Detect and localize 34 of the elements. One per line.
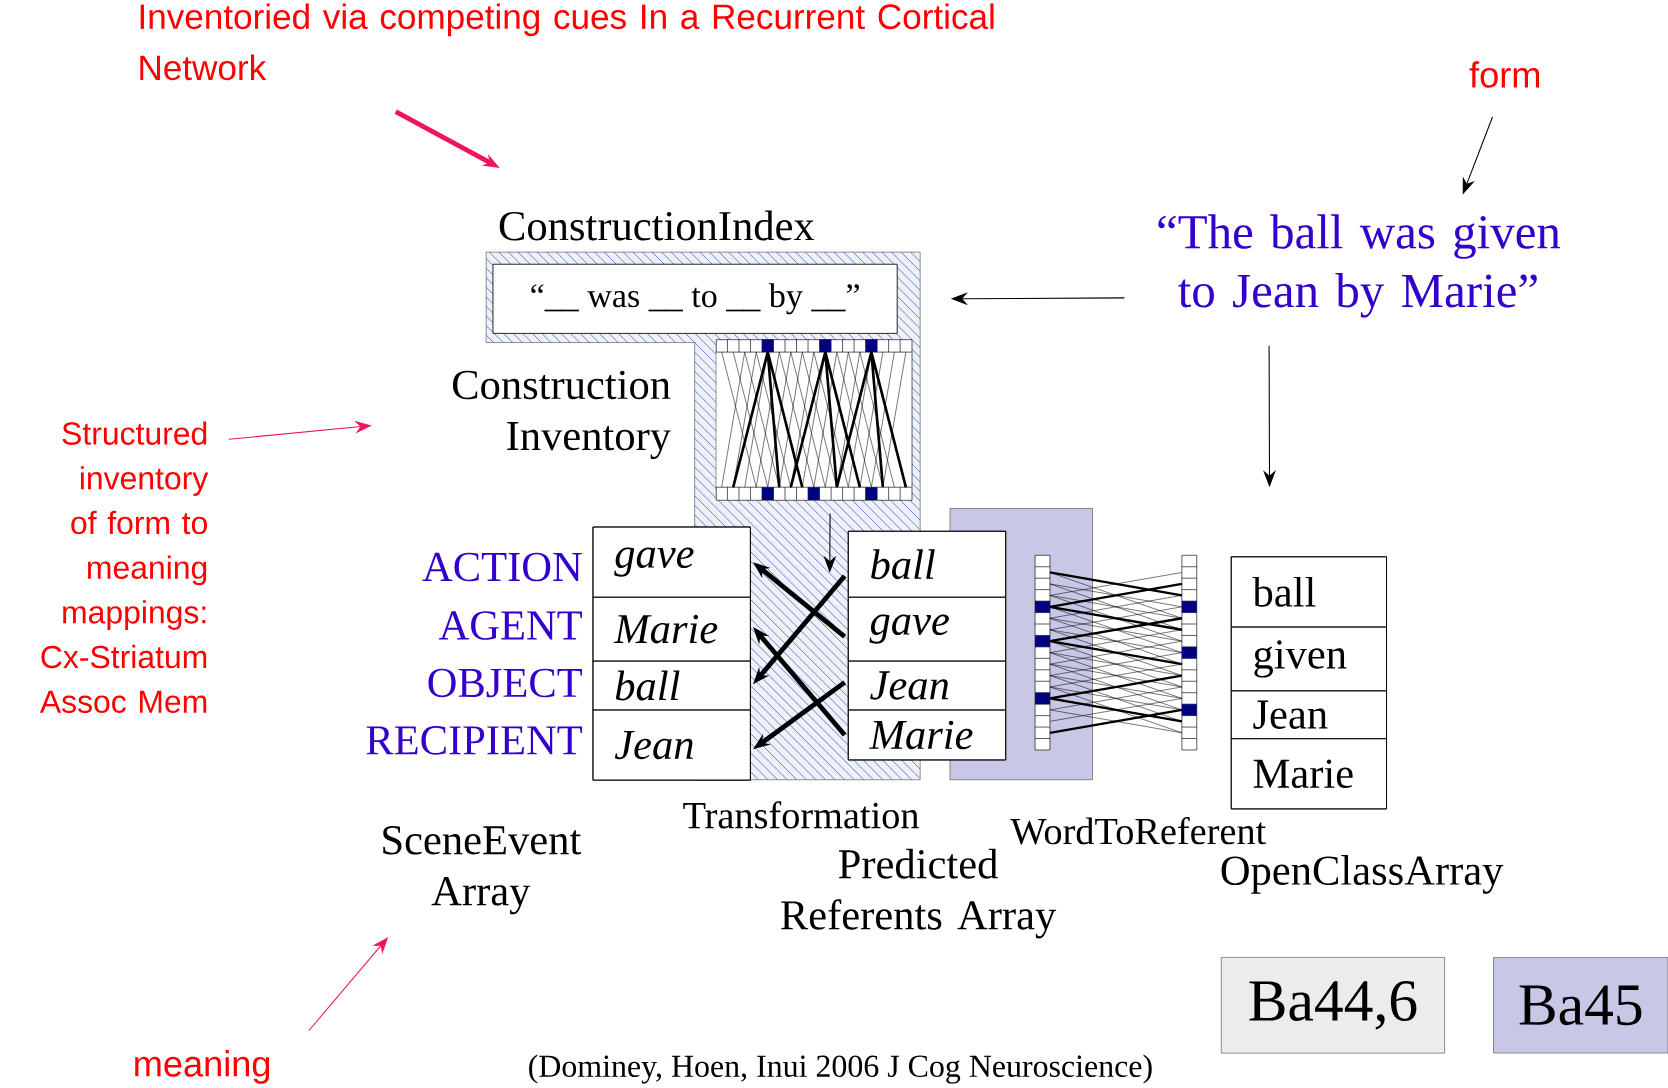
array-cell: Marie bbox=[592, 596, 751, 662]
note-text: form bbox=[1469, 61, 1540, 88]
region-label: Transformation bbox=[683, 801, 919, 829]
node-label: SceneEvent Array bbox=[383, 825, 582, 915]
array-cell: Jean bbox=[592, 709, 751, 781]
role-label: RECIPIENT bbox=[366, 726, 583, 755]
role-label: ACTION bbox=[422, 552, 582, 582]
array-cell: ball bbox=[592, 660, 751, 711]
node-label: WordToReferent bbox=[1010, 816, 1266, 845]
legend-box: Ba45 bbox=[1493, 957, 1668, 1054]
note-text: meaning bbox=[135, 1050, 270, 1084]
array-cell: given bbox=[1230, 626, 1387, 692]
sentence-text: “The ball was given to Jean by Marie” bbox=[1158, 214, 1561, 318]
note-text: Structured inventory of form to meaning mappings: Cx-Striatum Assoc Mem bbox=[39, 421, 209, 713]
array-cell: gave bbox=[847, 596, 1007, 662]
role-label: OBJECT bbox=[428, 668, 582, 698]
role-label: AGENT bbox=[439, 611, 582, 640]
node-label: Predicted Referents Array bbox=[781, 848, 1057, 939]
node-label: OpenClassArray bbox=[1221, 854, 1504, 894]
note-text: Inventoried via competing cues In a Recurrent Cortical Network bbox=[140, 3, 994, 81]
node-label: ConstructionIndex bbox=[499, 210, 815, 241]
array-cell: gave bbox=[592, 526, 751, 598]
network-drawing bbox=[1034, 554, 1198, 751]
network-drawing bbox=[715, 338, 913, 501]
array-cell: ball bbox=[847, 530, 1007, 598]
array-cell: ball bbox=[1230, 556, 1387, 628]
array-cell: Marie bbox=[1230, 738, 1387, 810]
inventory-label: Construction Inventory bbox=[452, 370, 671, 459]
template-box: “__ was __ to __ by __” bbox=[492, 263, 898, 334]
array-cell: Jean bbox=[1230, 690, 1387, 739]
legend-box: Ba44,6 bbox=[1221, 957, 1445, 1054]
array-cell: Marie bbox=[847, 709, 1007, 761]
citation-text: (Dominey, Hoen, Inui 2006 J Cog Neuroscience) bbox=[529, 1054, 1152, 1084]
array-cell: Jean bbox=[847, 660, 1007, 711]
